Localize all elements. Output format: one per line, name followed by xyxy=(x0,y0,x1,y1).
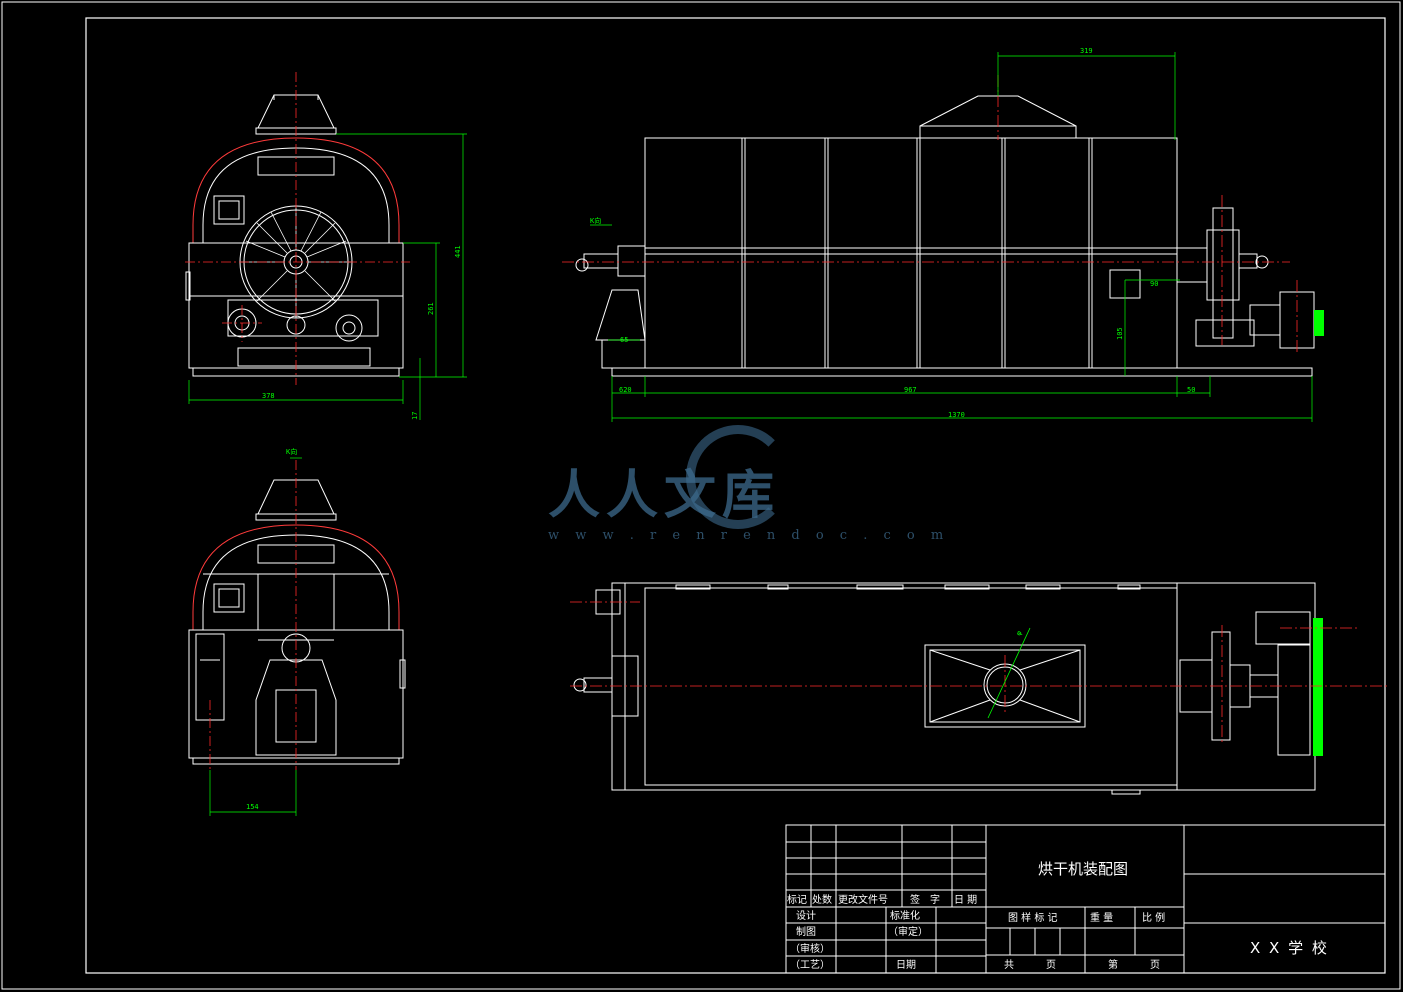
dim-front-height-total: 441 xyxy=(454,245,462,258)
dim-elev-left-h: 65 xyxy=(620,336,628,344)
side-view-dimensions xyxy=(209,457,302,816)
rev-header-date: 日 期 xyxy=(954,894,977,906)
sheet-number-label: 第 xyxy=(1108,958,1118,971)
role-rows: 设计 标准化 制图 （审定） （审核） （工艺） 日期 xyxy=(790,909,928,971)
plan-centerlines xyxy=(570,601,1390,745)
row-design-label: 设计 xyxy=(796,909,816,922)
front-view-dimensions xyxy=(188,133,467,420)
sheet-number-unit: 页 xyxy=(1150,959,1160,971)
dim-elev-right: 50 xyxy=(1187,386,1195,394)
revision-headers: 标记 处数 更改文件号 签 字 日 期 xyxy=(787,893,977,906)
elevation-belt-guard xyxy=(1314,310,1324,336)
elevation-centerlines xyxy=(562,75,1298,355)
attribute-headers: 图 样 标 记 重 量 比 例 xyxy=(1008,911,1165,924)
title-block xyxy=(785,824,1386,974)
row-approve-label: （审定） xyxy=(888,925,928,938)
dim-front-base: 17 xyxy=(411,412,419,420)
row-date-label: 日期 xyxy=(896,959,916,971)
sheet-total-unit: 页 xyxy=(1046,959,1056,971)
dim-elev-main: 967 xyxy=(904,386,917,394)
rev-header-mark: 标记 xyxy=(787,894,807,906)
dim-side-offset: 154 xyxy=(246,803,259,811)
elevation-tag: K向 xyxy=(590,216,601,225)
plan-view xyxy=(573,582,1316,795)
school-name: X X 学 校 xyxy=(1250,939,1329,957)
attr-sample-mark: 图 样 标 记 xyxy=(1008,911,1058,924)
sheet-total-label: 共 xyxy=(1004,959,1014,971)
drawing-title: 烘干机装配图 xyxy=(1038,860,1128,878)
dim-elev-top: 319 xyxy=(1080,47,1093,55)
dim-front-height-mid: 261 xyxy=(427,302,435,315)
row-process-label: （工艺） xyxy=(790,959,830,971)
attr-weight: 重 量 xyxy=(1090,911,1113,924)
front-view xyxy=(185,94,404,377)
sheet-count: 共 页 第 页 xyxy=(1004,958,1160,971)
dim-front-width: 378 xyxy=(262,392,275,400)
elevation-view xyxy=(575,95,1315,377)
dim-elev-total: 1370 xyxy=(948,411,965,419)
plan-dia-leader xyxy=(987,627,1031,719)
rev-header-sign: 签 字 xyxy=(910,893,940,906)
dim-plan-dia: φ xyxy=(1015,630,1024,637)
row-review-label: （审核） xyxy=(790,942,830,955)
rev-header-count: 处数 xyxy=(812,893,832,906)
side-view-tag: K向 xyxy=(286,447,297,456)
plan-belt-guard xyxy=(1313,618,1323,756)
side-view-centerlines xyxy=(209,460,297,770)
front-view-centerlines xyxy=(185,72,410,385)
dim-elev-inlet: 90 xyxy=(1150,280,1158,288)
side-view xyxy=(188,479,406,765)
dim-elev-inlet-h: 105 xyxy=(1116,327,1124,340)
row-standard-label: 标准化 xyxy=(890,909,920,922)
rev-header-doc: 更改文件号 xyxy=(838,893,888,906)
dim-elev-left: 620 xyxy=(619,386,632,394)
elevation-dimensions xyxy=(590,52,1313,422)
inner-border xyxy=(85,17,1386,974)
row-draw-label: 制图 xyxy=(796,925,816,938)
attr-scale: 比 例 xyxy=(1142,911,1165,924)
